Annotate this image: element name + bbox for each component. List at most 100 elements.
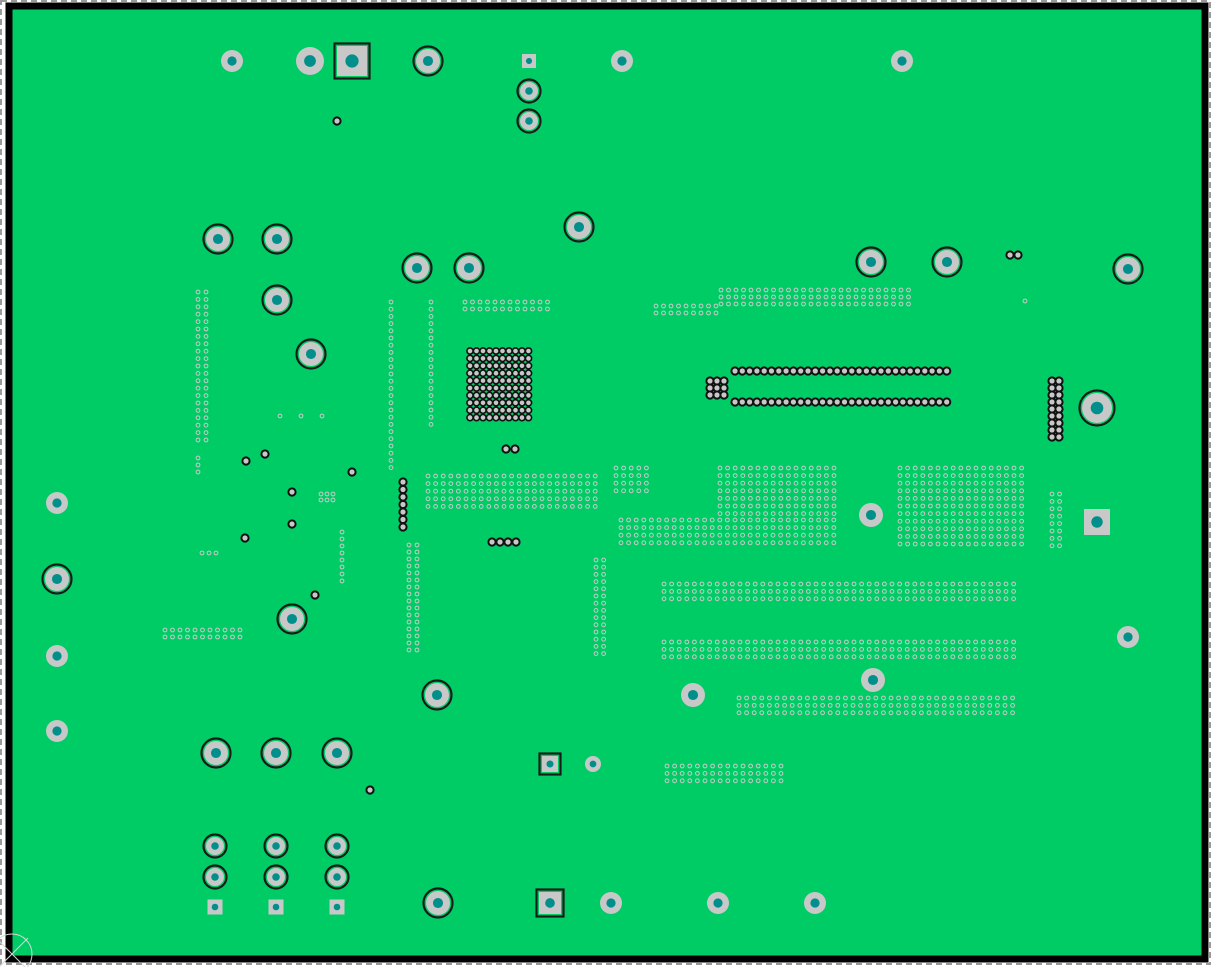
via [1004,511,1009,516]
via [798,647,804,652]
via [722,639,728,645]
via [722,596,728,602]
bga-ball [472,369,481,378]
via [824,480,829,486]
via [958,596,963,602]
via [471,473,477,479]
via [816,473,822,479]
via [707,596,712,602]
via [230,627,235,633]
via [912,496,918,501]
via [912,473,918,479]
isolated-via [869,397,879,407]
isolated-via [905,397,915,407]
isolated-pin [931,246,963,278]
via [601,615,606,620]
via [414,647,420,653]
via [388,465,394,471]
via [195,415,201,421]
via [928,526,933,532]
via [433,488,439,494]
via [1004,488,1009,494]
via [1049,521,1055,526]
via [203,363,209,369]
isolated-pin [401,252,433,284]
via [775,581,781,587]
thru-hole-pad [46,492,68,514]
via [793,517,799,523]
via [428,407,434,413]
via [950,511,956,516]
isolated-via [1054,432,1064,442]
isolated-via [398,477,408,487]
via [192,627,198,633]
via [486,481,492,487]
via [820,710,825,716]
square-pad-clearance [535,888,565,918]
via [790,581,796,587]
via [813,596,819,602]
via [388,328,394,334]
via [388,386,394,391]
via [752,589,758,594]
via [530,299,535,305]
via [732,517,738,523]
via [388,407,394,413]
via [532,504,537,509]
via [745,639,750,645]
pad-drill [52,726,62,736]
via [692,581,697,587]
via [770,480,776,486]
pin-clearance [263,864,289,890]
via [763,511,768,516]
via [699,654,705,660]
via [965,639,971,645]
via [440,496,446,502]
via [747,532,753,538]
pin-drill [51,573,63,585]
square-pad-drill [272,903,280,911]
via [768,639,773,645]
via [778,488,784,494]
via [950,654,956,660]
via [492,299,498,305]
via [732,511,738,516]
bga-ball [492,369,500,378]
via [801,496,806,501]
via [414,591,420,597]
via [425,481,431,487]
via [828,639,834,645]
via [920,534,926,539]
via [618,517,624,523]
via [339,564,345,570]
via [656,540,662,546]
via [759,710,765,716]
via [748,473,753,479]
pin-clearance [261,284,293,316]
via [162,627,168,633]
via [433,496,439,502]
via [881,710,886,716]
via [206,550,212,556]
via [751,703,757,708]
isolated-via [920,366,930,376]
via [957,695,962,701]
via [996,654,1001,660]
via [406,563,412,569]
bga-ball [505,369,513,378]
via [943,496,948,501]
via [388,378,394,384]
isolated-via [810,397,820,407]
bga-ball [511,398,520,407]
via [748,488,753,494]
via [676,310,681,316]
bga-ball [524,369,533,378]
via [996,589,1001,594]
via [748,771,753,776]
via [501,496,507,502]
pin-drill [211,873,219,881]
via [562,504,568,509]
via [222,627,228,633]
thru-hole-pad [221,50,243,72]
